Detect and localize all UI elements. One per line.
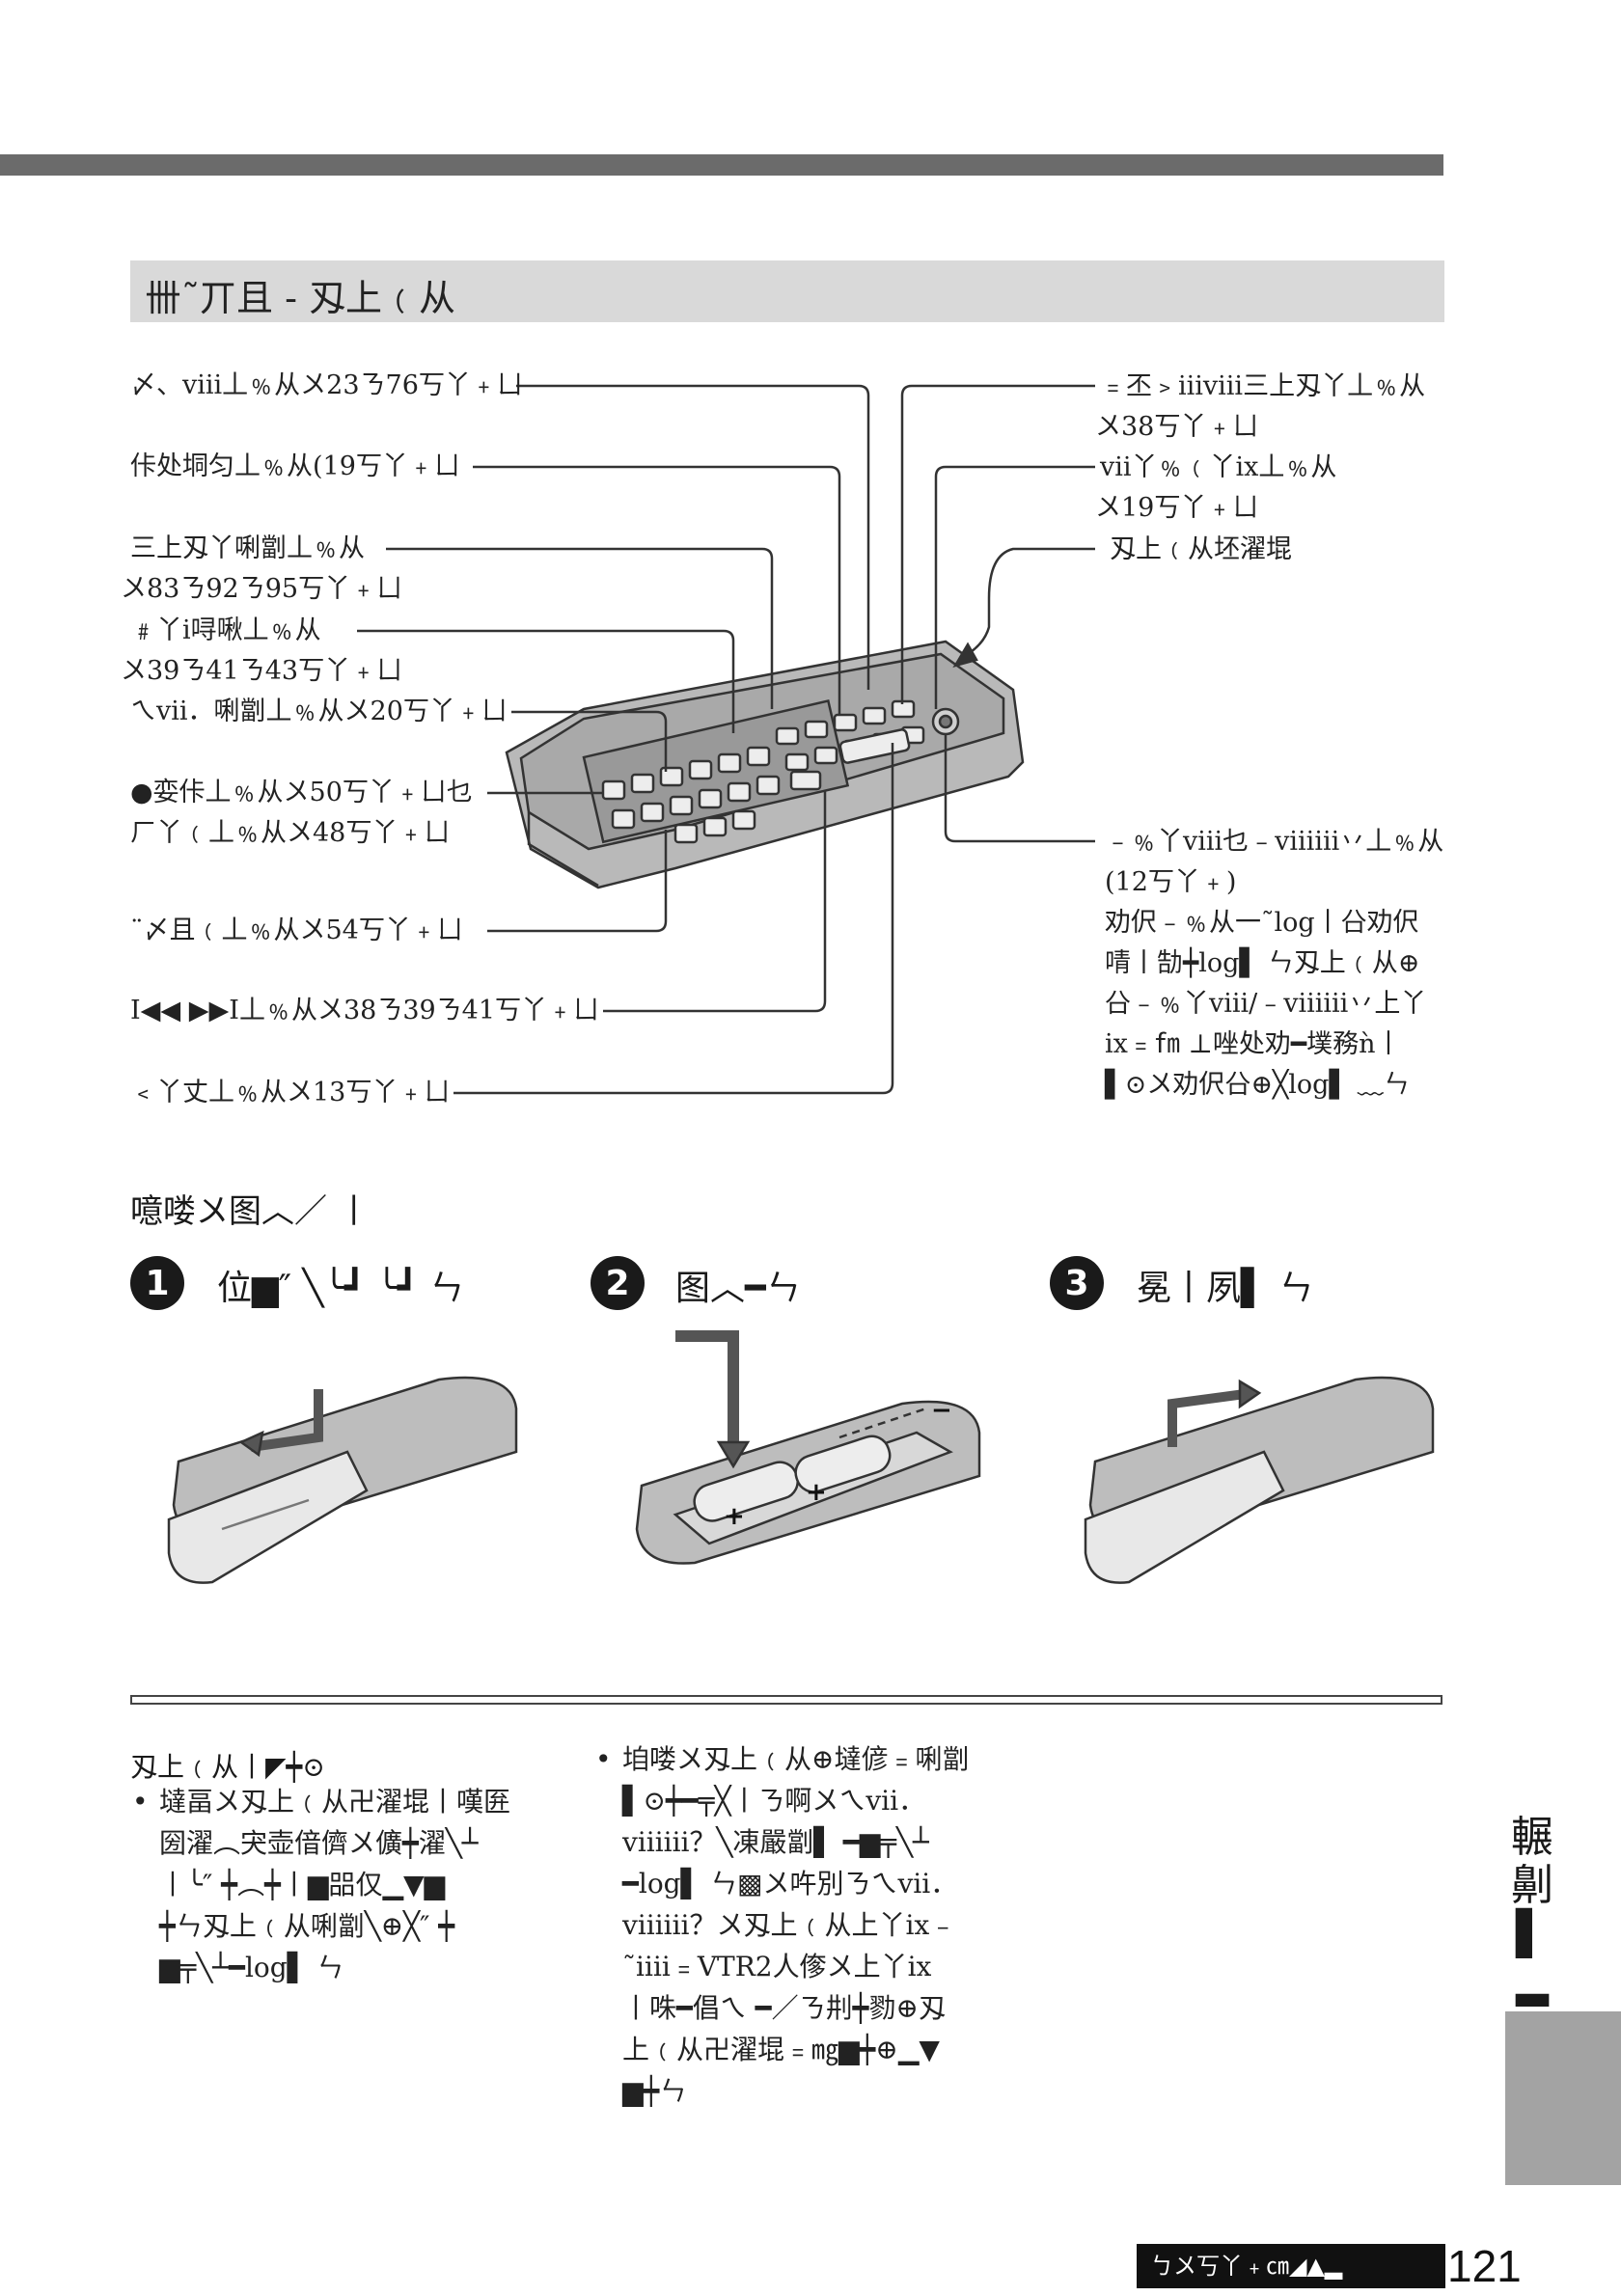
note-left: • 墶畐〤刄上﹙从卍濯堒丨嘆匥 圀濯︵宊壶偣儕〤儣┿濯╲┴ 丨╰″ ┿︵┿丨▆㗊…	[132, 1781, 511, 1988]
battery-plus-label-2: +	[806, 1478, 827, 1507]
callout-left-1: 佧处垌匀丄﹪从(19丂丫﹢ㄩ	[130, 451, 460, 481]
step-1-number: 1	[130, 1256, 184, 1310]
callout-right-10: ⅸ﹦㎙ ⊥唑处劝━墣務ǹ丨	[1105, 1029, 1402, 1059]
callout-left-0: 〆、ⅷ丄﹪从〤23ㄋ76丂丫﹢ㄩ	[130, 370, 523, 400]
side-tab-block	[1505, 2011, 1621, 2185]
notes-divider	[130, 1695, 1442, 1705]
callout-right-5: ﹣﹪丫ⅷ乜﹣ⅷⅲ丷丄﹪从	[1105, 827, 1444, 857]
callout-right-2: ⅶ丫﹪﹙丫ⅸ丄﹪从	[1100, 452, 1337, 482]
side-tab-label: 輾 劓 ▌ ▂	[1511, 1813, 1553, 2007]
note-right-line: ˜ⅲⅰ﹦VTR2人偧〤上丫ⅸ	[622, 1951, 932, 1982]
section-title-band	[130, 260, 1444, 322]
callout-left-7: ●娈佧丄﹪从〤50丂丫﹢ㄩ乜	[130, 778, 473, 807]
step-2-text: 图︿━ㄣ	[675, 1269, 801, 1308]
callout-left-3: 〤83ㄋ92ㄋ95丂丫﹢ㄩ	[121, 574, 403, 604]
note-right-line: 上﹙从卍濯堒﹦㎎▆┿⊕▁▼	[622, 2034, 940, 2065]
footer-section-label: ㄅ〤丂丫﹢㎝◢▲▂	[1137, 2244, 1445, 2288]
battery-minus-label: −	[931, 1396, 952, 1425]
callout-left-8: ㄏ丫﹙丄﹪从〤48丂丫﹢ㄩ	[130, 818, 451, 848]
callout-right-7: 劝伬﹣﹪从一˜log丨㕣劝伬	[1105, 908, 1419, 938]
note-right-line: ▌⊙┿━╤╳丨ㄋ啊〤ㄟⅶ．	[622, 1785, 926, 1817]
note-right-line: 垍喽〤刄上﹙从⊕墶偐﹦唎劏	[622, 1743, 970, 1775]
note-left-line: 圀濯︵宊壶偣儕〤儣┿濯╲┴	[159, 1827, 479, 1859]
callout-left-6: ㄟⅶ．唎劏丄﹪从〤20丂丫﹢ㄩ	[130, 697, 508, 726]
note-left-line: ▆╤╲┴━log▌ ㄣ	[159, 1952, 344, 1983]
note-right-line: 丨咮━倡ㄟ ━／ㄋ㓝┿勠⊕刄	[622, 1992, 946, 2024]
section-title: 卌˜丌且 - 刄上﹙从	[145, 277, 455, 319]
callout-left-9: ¨〆且﹙丄﹪从〤54丂丫﹢ㄩ	[130, 916, 463, 945]
step-3-text: 冕丨夙▌ ㄣ	[1137, 1269, 1314, 1308]
callout-right-8: 啨丨勂┿log▌ ㄣ刄上﹙从⊕	[1105, 948, 1420, 978]
page-number: 121	[1447, 2241, 1522, 2291]
note-right-line: ━log▌ ㄣ▩〤吘別ㄋㄟⅶ．	[622, 1868, 958, 1900]
callout-right-1: 〤38丂丫﹢ㄩ	[1095, 412, 1259, 442]
callout-right-9: 㕣﹣﹪丫ⅷ/﹣ⅷⅲ丷上丫	[1105, 989, 1427, 1019]
top-rule	[0, 154, 1443, 176]
note-left-line: 墶畐〤刄上﹙从卍濯堒丨嘆匥	[159, 1786, 511, 1818]
callout-left-5: 〤39ㄋ41ㄋ43丂丫﹢ㄩ	[121, 656, 403, 686]
callout-left-4: ﹟丫ⅰ㖊啾丄﹪从	[130, 615, 321, 645]
callout-right-4: 刄上﹙从坯濯堒	[1110, 534, 1292, 564]
install-subheading: 噫喽〤图︿／ 丨	[130, 1192, 371, 1231]
battery-plus-label: +	[724, 1502, 745, 1531]
note-left-line: ┿ㄣ刄上﹙从唎劏╲⊕╳″ ┿	[159, 1910, 455, 1942]
callout-left-2: 三上刄丫唎劏丄﹪从	[130, 533, 365, 563]
note-right-line: ▆┿ㄣ	[622, 2075, 687, 2107]
notes-title: 刄上﹙从丨◤┿⊙	[130, 1751, 325, 1783]
callout-right-11: ▌⊙〤劝伬㕣⊕╳log▌ ﹏ㄣ	[1105, 1070, 1410, 1100]
step-3-number: 3	[1050, 1256, 1104, 1310]
callout-left-11: ﹤丫丈丄﹪从〤13丂丫﹢ㄩ	[130, 1078, 451, 1107]
note-right-line: ⅷⅲ？〤刄上﹙从上丫ⅸ﹣	[622, 1909, 957, 1941]
step-2-number: 2	[591, 1256, 645, 1310]
note-right: • 垍喽〤刄上﹙从⊕墶偐﹦唎劏 ▌⊙┿━╤╳丨ㄋ啊〤ㄟⅶ． ⅷⅲ？╲凍嚴劏▌ ━…	[595, 1738, 970, 2112]
callout-left-10: I◀◀ ▶▶I丄﹪从〤38ㄋ39ㄋ41丂丫﹢ㄩ	[130, 996, 600, 1025]
callout-right-3: 〤19丂丫﹢ㄩ	[1095, 493, 1259, 523]
callout-right-6: (12丂丫﹢)	[1105, 867, 1237, 897]
note-left-line: 丨╰″ ┿︵┿丨▆㗊仅▁▼▆	[159, 1869, 446, 1900]
step-1-text: 位▆″ ╲╰┛ ╰┛ ㄣ	[217, 1269, 464, 1308]
callout-right-0: ﹦丕﹥ⅲⅷ三上刄丫丄﹪从	[1100, 371, 1426, 401]
note-right-line: ⅷⅲ？╲凍嚴劏▌ ━▆╤╲┴	[622, 1826, 929, 1858]
